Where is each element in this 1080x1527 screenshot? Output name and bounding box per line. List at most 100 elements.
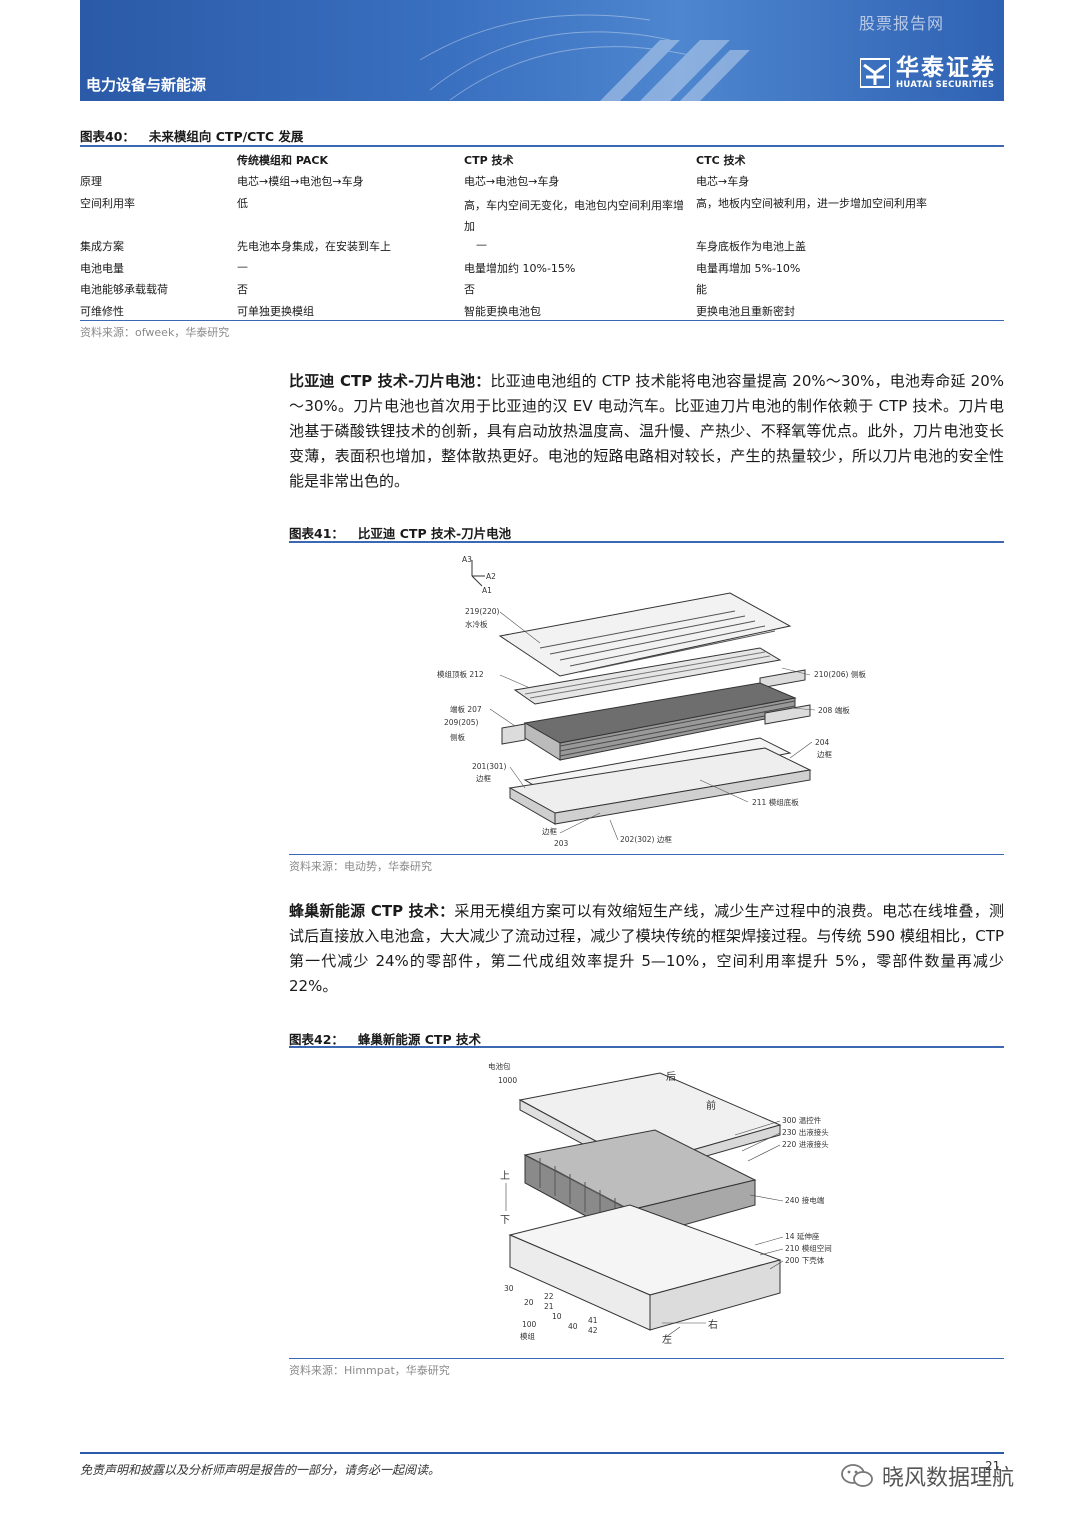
fig41-top-rule xyxy=(289,541,1004,543)
table-cell: — xyxy=(476,238,487,251)
table-cell: 电量增加约 10%-15% xyxy=(464,262,576,275)
fig41-bottom-rule xyxy=(289,854,1004,855)
fig42-label-100: 100 xyxy=(522,1320,537,1329)
fig40-number: 图表40： xyxy=(80,129,135,144)
fig40-top-rule xyxy=(80,145,1004,147)
fig42-label-pack: 电池包 xyxy=(488,1061,511,1071)
fig41-label-204: 204 xyxy=(815,738,830,747)
fig41-number: 图表41： xyxy=(289,526,344,541)
fig42-label-front: 前 xyxy=(706,1099,716,1112)
brand-logo: 华泰证券 HUATAI SECURITIES xyxy=(860,56,996,90)
page-number: 21 xyxy=(985,1459,1001,1473)
table-cell: 电池电量 xyxy=(80,262,124,275)
table-cell: 低 xyxy=(237,197,248,210)
table-cell: 可单独更换模组 xyxy=(237,305,314,318)
fig42-source: 资料来源：Himmpat，华泰研究 xyxy=(289,1364,450,1377)
table-cell: 原理 xyxy=(80,175,102,188)
svolt-paragraph: 蜂巢新能源 CTP 技术：采用无模组方案可以有效缩短生产线，减少生产过程中的浪费… xyxy=(289,899,1004,999)
fig42-number: 图表42： xyxy=(289,1032,344,1047)
svolt-ctp-diagram: 电池包 1000 后 前 300 温控件 230 出液接头 220 进液接头 上… xyxy=(488,1061,832,1346)
table-header-cell: CTC 技术 xyxy=(696,154,746,167)
table-cell: 电量再增加 5%-10% xyxy=(696,262,801,275)
footer-disclaimer: 免责声明和披露以及分析师声明是报告的一部分，请务必一起阅读。 xyxy=(80,1463,441,1477)
fig41-title-text: 比亚迪 CTP 技术-刀片电池 xyxy=(357,526,512,541)
fig42-label-21: 21 xyxy=(544,1302,554,1311)
fig41-label-side-plate: 侧板 xyxy=(450,732,465,742)
huatai-logo-icon xyxy=(860,58,890,88)
fig42-label-200: 200 下壳体 xyxy=(785,1255,825,1265)
fig41-label-cooling-plate: 水冷板 xyxy=(465,619,488,629)
fig42-label-30: 30 xyxy=(504,1284,514,1293)
table-cell: 能 xyxy=(696,283,707,296)
fig41-label-203: 203 xyxy=(554,839,569,848)
fig42-label-left: 左 xyxy=(662,1333,672,1346)
table-cell: — xyxy=(237,260,248,273)
fig42-bottom-rule xyxy=(289,1358,1004,1359)
fig42-label-240: 240 接电端 xyxy=(785,1195,825,1205)
table-cell: 电芯→电池包→车身 xyxy=(464,175,560,188)
sector-label: 电力设备与新能源 xyxy=(86,76,207,94)
fig42-label-22: 22 xyxy=(544,1292,554,1301)
byd-paragraph-lead: 比亚迪 CTP 技术-刀片电池： xyxy=(289,372,491,390)
fig41-label-208: 208 端板 xyxy=(818,705,850,715)
blade-battery-diagram: A3 A2 A1 219(220) 水冷板 模组顶板 212 210(206) … xyxy=(437,555,866,848)
header-decoration xyxy=(419,14,750,101)
table-cell: 否 xyxy=(464,283,475,296)
fig42-title-text: 蜂巢新能源 CTP 技术 xyxy=(357,1032,481,1047)
table-header-cell: CTP 技术 xyxy=(464,154,514,167)
fig41-axis-a3: A3 xyxy=(462,555,472,564)
footer-rule xyxy=(80,1452,1004,1454)
fig42-label-41: 41 xyxy=(588,1316,598,1325)
byd-paragraph: 比亚迪 CTP 技术-刀片电池：比亚迪电池组的 CTP 技术能将电池容量提高 2… xyxy=(289,369,1004,494)
table-cell: 高，地板内空间被利用，进一步增加空间利用率 xyxy=(696,197,927,210)
fig41-axis-a2: A2 xyxy=(486,572,496,581)
wechat-account-name: 晓风数据理航 xyxy=(882,1466,1015,1491)
fig42-label-back: 后 xyxy=(666,1071,676,1083)
fig40-bottom-rule xyxy=(80,320,1004,321)
table-cell: 智能更换电池包 xyxy=(464,305,541,318)
logo-chinese: 华泰证券 xyxy=(896,55,996,81)
wechat-watermark: 晓风数据理航 xyxy=(840,1460,1014,1492)
fig42-top-rule xyxy=(289,1046,1004,1048)
table-header-cell: 传统模组和 PACK xyxy=(237,154,328,167)
fig41-label-211: 211 模组底板 xyxy=(752,797,799,807)
table-cell: 集成方案 xyxy=(80,240,124,253)
table-cell: 电芯→车身 xyxy=(696,175,750,188)
report-header: 电力设备与新能源 股票报告网 华泰证券 HUATAI SECURITIES xyxy=(80,0,1004,101)
fig41-title: 图表41： 比亚迪 CTP 技术-刀片电池 xyxy=(289,523,511,542)
fig42-label-module: 模组 xyxy=(520,1331,535,1341)
fig42-label-210: 210 模组空间 xyxy=(785,1243,832,1253)
fig42-label-1000: 1000 xyxy=(498,1076,517,1085)
fig41-label-frame-203: 边框 xyxy=(542,826,557,836)
table-cell: 可维修性 xyxy=(80,305,124,318)
fig41-label-209: 209(205) xyxy=(444,718,479,727)
fig42-label-up: 上 xyxy=(500,1170,510,1182)
table-cell: 电池能够承载载荷 xyxy=(80,283,168,296)
fig42-label-220: 220 进液接头 xyxy=(782,1139,829,1149)
fig41-label-frame-201: 边框 xyxy=(476,773,491,783)
watermark-text: 股票报告网 xyxy=(858,14,944,33)
fig41-label-frame-204: 边框 xyxy=(817,749,832,759)
byd-paragraph-body: 比亚迪电池组的 CTP 技术能将电池容量提高 20%～30%，电池寿命延 20%… xyxy=(289,372,1004,490)
svolt-paragraph-body: 采用无模组方案可以有效缩短生产线，减少生产过程中的浪费。电芯在线堆叠，测试后直接… xyxy=(289,902,1004,995)
fig42-label-14: 14 延伸座 xyxy=(785,1231,820,1241)
fig42-label-40: 40 xyxy=(568,1322,578,1331)
fig42-label-down: 下 xyxy=(500,1215,510,1226)
wechat-icon xyxy=(841,1464,873,1487)
fig42-label-300: 300 温控件 xyxy=(782,1115,822,1125)
fig42-label-10: 10 xyxy=(552,1312,562,1321)
fig41-label-201: 201(301) xyxy=(472,762,507,771)
fig42-label-230: 230 出液接头 xyxy=(782,1127,829,1137)
fig41-label-210: 210(206) 侧板 xyxy=(814,669,866,679)
fig41-label-219: 219(220) xyxy=(465,607,500,616)
logo-english: HUATAI SECURITIES xyxy=(896,80,995,90)
fig42-label-right: 右 xyxy=(708,1318,718,1331)
fig40-title-text: 未来模组向 CTP/CTC 发展 xyxy=(148,129,304,144)
fig42-label-20: 20 xyxy=(524,1298,534,1307)
table-cell: 更换电池且重新密封 xyxy=(696,305,795,318)
fig41-source: 资料来源：电动势，华泰研究 xyxy=(289,860,432,873)
fig42-title: 图表42： 蜂巢新能源 CTP 技术 xyxy=(289,1029,481,1048)
table-cell: 先电池本身集成，在安装到车上 xyxy=(237,240,391,253)
fig40-title: 图表40： 未来模组向 CTP/CTC 发展 xyxy=(80,126,303,145)
table-cell: 高，车内空间无变化，电池包内空间利用率增加 xyxy=(464,199,684,233)
